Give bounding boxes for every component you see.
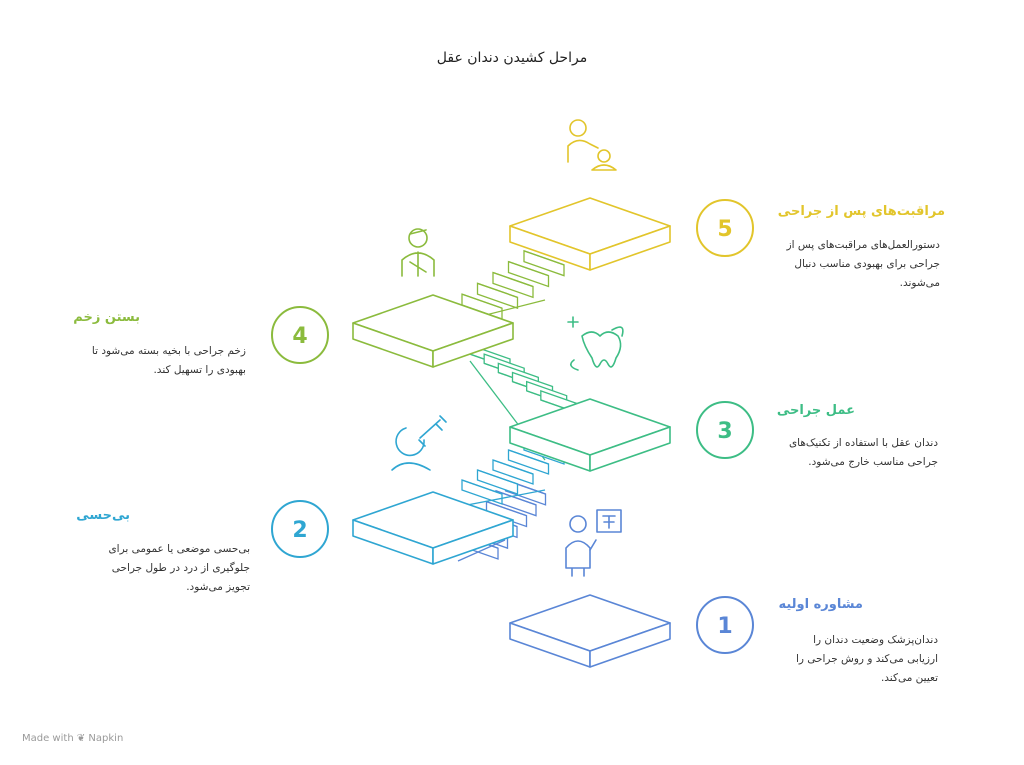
- svg-text:2: 2: [292, 518, 307, 543]
- caregiver-icon: [567, 119, 617, 171]
- made-with-napkin: Made with ❦ Napkin: [22, 733, 124, 744]
- svg-text:4: 4: [292, 324, 307, 349]
- step-2-badge: 2: [271, 500, 329, 558]
- platform-1: [509, 594, 671, 668]
- tooth-icon: [567, 316, 624, 371]
- doctor-xray-icon: [565, 509, 622, 577]
- napkin-logo-icon: ❦: [76, 733, 86, 744]
- svg-text:1: 1: [717, 614, 732, 639]
- step-5-badge: 5: [696, 199, 754, 257]
- step-3-badge: 3: [696, 401, 754, 459]
- platform-5: [509, 197, 671, 271]
- platform-2: [352, 491, 514, 565]
- page-title: مراحل کشیدن دندان عقل: [436, 50, 588, 66]
- step-4-badge: 4: [271, 306, 329, 364]
- svg-text:5: 5: [717, 217, 732, 242]
- step-4-title: بستن زخم: [73, 310, 140, 325]
- step-1-badge: 1: [696, 596, 754, 654]
- svg-text:3: 3: [717, 419, 732, 444]
- platform-3: [509, 398, 671, 472]
- step-2-title: بی‌حسی: [76, 508, 130, 523]
- step-1-title: مشاوره اولیه: [778, 597, 863, 612]
- syringe-icon: [391, 415, 447, 471]
- step-5-title: مراقبت‌های پس از جراحی: [777, 204, 945, 219]
- bandaged-patient-icon: [401, 228, 435, 277]
- step-3-title: عمل جراحی: [776, 403, 855, 418]
- platform-4: [352, 294, 514, 368]
